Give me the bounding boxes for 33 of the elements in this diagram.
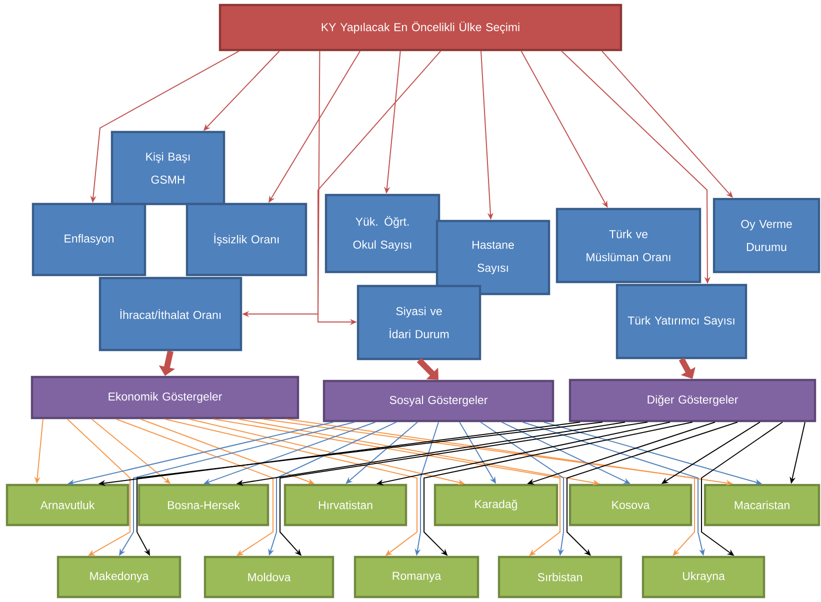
block-arrow	[678, 358, 696, 379]
category-box: Diğer Göstergeler	[568, 378, 816, 422]
indicator-box: Türk ve Müslüman Oranı	[556, 208, 702, 284]
indicator-box: Enflasyon	[32, 202, 146, 276]
country-box: Sırbistan	[498, 556, 622, 598]
country-box: Ukrayna	[642, 556, 766, 598]
arrow	[66, 418, 130, 556]
country-box: Moldova	[204, 556, 334, 598]
arrow	[346, 422, 418, 484]
country-box: Hırvatistan	[284, 484, 408, 526]
block-arrow	[416, 358, 438, 380]
country-box: Makedonya	[56, 556, 182, 598]
country-box: Macaristan	[704, 484, 820, 526]
country-box: Arnavutluk	[6, 484, 130, 526]
indicator-box: Yük. Öğrt. Okul Sayısı	[324, 194, 440, 274]
country-box: Bosna-Hersek	[138, 484, 270, 526]
indicator-box: İhracat/İthalat Oranı	[98, 276, 242, 352]
arrow	[701, 422, 783, 556]
arrow	[116, 418, 274, 556]
indicator-box: Oy Verme Durumu	[712, 198, 820, 274]
indicator-box: İşsizlik Oranı	[186, 202, 308, 276]
category-box: Ekonomik Göstergeler	[30, 376, 300, 420]
indicator-box: Kişi Başı GSMH	[110, 130, 226, 206]
country-box: Romanya	[354, 556, 480, 598]
indicator-box: Siyasi ve İdari Durum	[356, 284, 482, 360]
country-box: Kosova	[568, 484, 692, 526]
indicator-box: Hastane Sayısı	[436, 220, 550, 296]
indicator-box: Türk Yatırımcı Sayısı	[616, 284, 748, 360]
category-box: Sosyal Göstergeler	[322, 380, 554, 422]
country-box: Karadağ	[434, 484, 558, 526]
arrow	[213, 418, 560, 556]
arrow	[164, 418, 418, 556]
goal-box: KY Yapılacak En Öncelikli Ülke Seçimi	[218, 4, 622, 52]
